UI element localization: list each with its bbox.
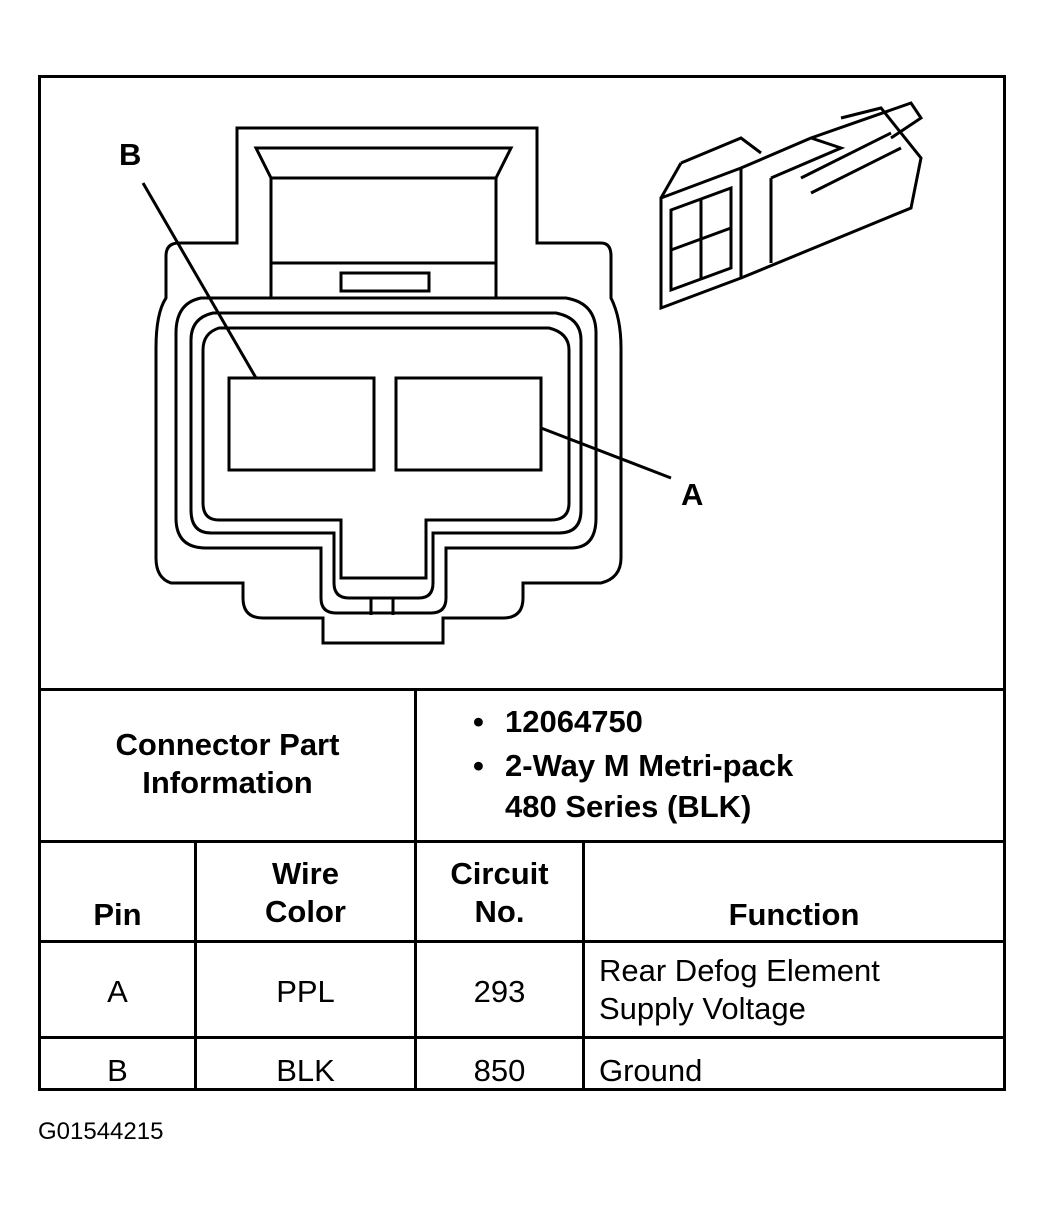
header-function: Function	[728, 897, 860, 932]
bullet-item: • 2-Way M Metri-pack 480 Series (BLK)	[473, 744, 793, 826]
row-b-wire-color: BLK	[276, 1053, 335, 1088]
header-wire-color: Wire Color	[197, 855, 414, 931]
row-a-pin: A	[107, 974, 128, 1009]
row-a-function-line2: Supply Voltage	[599, 991, 806, 1026]
terminal-b	[227, 376, 376, 472]
connector-type: 2-Way M Metri-pack	[505, 748, 794, 783]
figure-code: G01544215	[38, 1118, 164, 1145]
connector-latch	[253, 146, 514, 300]
connector-housing-outline	[154, 126, 623, 645]
diagram-frame: B A Connector Part Information • 1206475…	[38, 75, 1006, 1091]
connector-series: 480 Series (BLK)	[505, 789, 752, 824]
terminal-a	[394, 376, 543, 472]
col-divider-3	[582, 840, 585, 1088]
bullet-icon: •	[473, 748, 484, 783]
header-color: Color	[265, 894, 346, 929]
bullet-icon: •	[473, 704, 484, 739]
table-top-border	[41, 688, 1003, 691]
connector-cavity-outer	[174, 296, 598, 615]
bullet-item: • 12064750	[473, 700, 793, 744]
part-info-line2: Information	[142, 765, 313, 800]
header-no: No.	[474, 894, 525, 929]
col-divider-2	[414, 840, 417, 1088]
part-number: 12064750	[505, 704, 643, 739]
row-a-wire-color: PPL	[276, 974, 335, 1009]
connector-diagram	[141, 101, 924, 645]
part-info-divider	[414, 688, 417, 840]
connector-perspective-view	[659, 101, 924, 311]
pin-label-b: B	[119, 137, 142, 172]
leader-line-a	[540, 426, 672, 480]
header-bottom-border	[41, 940, 1003, 943]
part-info-bullets: • 12064750 • 2-Way M Metri-pack 480 Seri…	[473, 700, 793, 826]
leader-line-b	[141, 182, 258, 379]
part-info-bottom-border	[41, 840, 1003, 843]
header-circuit: Circuit	[450, 856, 549, 891]
part-info-line1: Connector Part	[115, 727, 340, 762]
row-a-circuit: 293	[473, 974, 526, 1009]
row-b-pin: B	[107, 1053, 128, 1088]
row-a-function-line1: Rear Defog Element	[599, 953, 880, 988]
row-b-circuit: 850	[473, 1053, 526, 1088]
row-a-function: Rear Defog Element Supply Voltage	[599, 952, 999, 1028]
pin-label-a: A	[681, 477, 704, 512]
col-divider-1	[194, 840, 197, 1088]
row-b-function: Ground	[599, 1053, 703, 1088]
header-wire: Wire	[272, 856, 339, 891]
connector-cavity-inner	[189, 311, 583, 600]
header-circuit-no: Circuit No.	[417, 855, 582, 931]
row-a-bottom-border	[41, 1036, 1003, 1039]
header-pin: Pin	[93, 897, 142, 932]
connector-part-info-label: Connector Part Information	[41, 690, 414, 838]
